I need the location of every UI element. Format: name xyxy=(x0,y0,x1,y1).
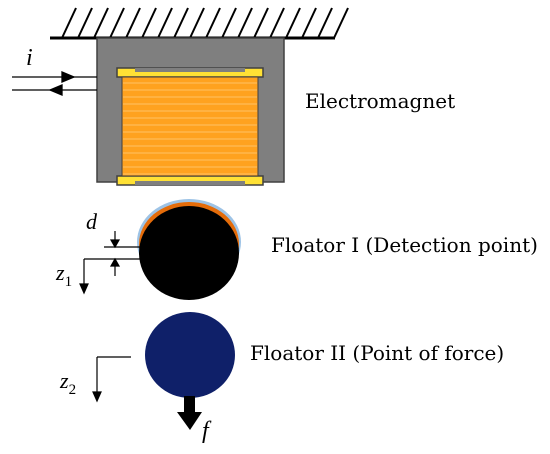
gap-arrow-bottom-head xyxy=(109,257,121,267)
current-label: i xyxy=(26,45,33,71)
z1-label-sub: 1 xyxy=(65,274,73,290)
hatch-line xyxy=(301,7,317,39)
force-arrow xyxy=(177,396,202,430)
top-pole-tab-inner xyxy=(135,68,245,72)
floator-1-body xyxy=(139,206,239,300)
gap-label: d xyxy=(86,209,98,234)
force-label: f xyxy=(202,418,212,444)
hatch-line xyxy=(189,7,205,39)
hatch-line xyxy=(205,7,221,39)
electromagnet-label: Electromagnet xyxy=(305,89,455,113)
z1-label-base: z xyxy=(55,260,65,285)
current-in-arrowhead xyxy=(61,71,76,83)
floator-2-body xyxy=(145,312,235,398)
z1-label: z1 xyxy=(55,260,72,290)
hatch-line xyxy=(61,7,77,39)
hatch-line xyxy=(333,7,349,39)
current-out-arrowhead xyxy=(48,84,63,96)
current-arrows xyxy=(12,71,97,96)
bottom-pole-tab-inner xyxy=(135,181,245,185)
coil-windings xyxy=(123,82,257,175)
force-arrow-head xyxy=(177,412,202,430)
hatch-line xyxy=(317,7,333,39)
gap-markers xyxy=(79,231,142,295)
gap-arrow-top-head xyxy=(109,239,121,249)
hatch-line xyxy=(93,7,109,39)
hatch-line xyxy=(237,7,253,39)
hatch-line xyxy=(109,7,125,39)
z2-axis-arrowhead xyxy=(92,391,102,403)
hatch-line xyxy=(221,7,237,39)
hatch-line xyxy=(157,7,173,39)
z2-label-sub: 2 xyxy=(69,382,77,398)
hatch-line xyxy=(285,7,301,39)
hatch-line xyxy=(173,7,189,39)
coil xyxy=(121,76,259,177)
hatch-line xyxy=(77,7,93,39)
z2-axis xyxy=(92,356,131,403)
hatch-line xyxy=(253,7,269,39)
ceiling-hatching xyxy=(50,7,349,40)
floator-1-label: Floator I (Detection point) xyxy=(271,233,538,257)
hatch-line xyxy=(269,7,285,39)
floator-2-label: Floator II (Point of force) xyxy=(250,341,504,365)
hatch-line xyxy=(125,7,141,39)
z2-label: z2 xyxy=(59,368,76,398)
electromagnet xyxy=(96,37,285,186)
z1-axis-arrowhead xyxy=(79,283,89,295)
ceiling-hatch-lines xyxy=(61,7,349,39)
force-arrow-shaft xyxy=(184,396,195,414)
z2-label-base: z xyxy=(59,368,69,393)
hatch-line xyxy=(141,7,157,39)
floator-1 xyxy=(137,199,241,300)
